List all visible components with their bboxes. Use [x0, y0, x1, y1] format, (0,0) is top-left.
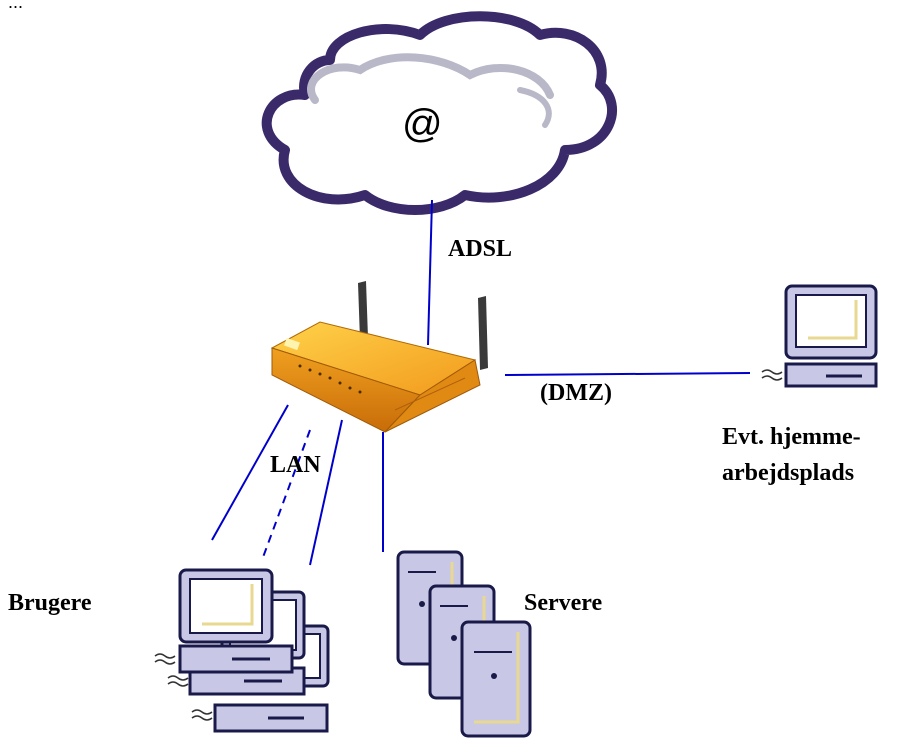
servere-label: Servere — [524, 590, 603, 616]
cloud-at-symbol: @ — [402, 102, 443, 146]
user-computer-icon — [154, 568, 330, 733]
home-workplace-label-line1: Evt. hjemme- — [722, 424, 861, 450]
router-icon — [270, 281, 488, 433]
adsl-line — [427, 199, 433, 346]
dmz-line — [504, 372, 751, 376]
lan-line-2-dashed — [261, 429, 311, 561]
lan-line-1 — [211, 404, 289, 541]
top-fragment-text: ... — [8, 0, 23, 12]
server-icon — [396, 550, 532, 738]
lan-line-3 — [309, 419, 343, 566]
dmz-label: (DMZ) — [540, 380, 612, 406]
lan-label: LAN — [270, 452, 321, 478]
cloud-icon — [261, 11, 618, 215]
home-computer-icon — [761, 284, 878, 388]
connection-lines — [211, 199, 751, 566]
brugere-label: Brugere — [8, 590, 92, 616]
adsl-label: ADSL — [448, 236, 513, 262]
home-workplace-label-line2: arbejdsplads — [722, 460, 855, 486]
